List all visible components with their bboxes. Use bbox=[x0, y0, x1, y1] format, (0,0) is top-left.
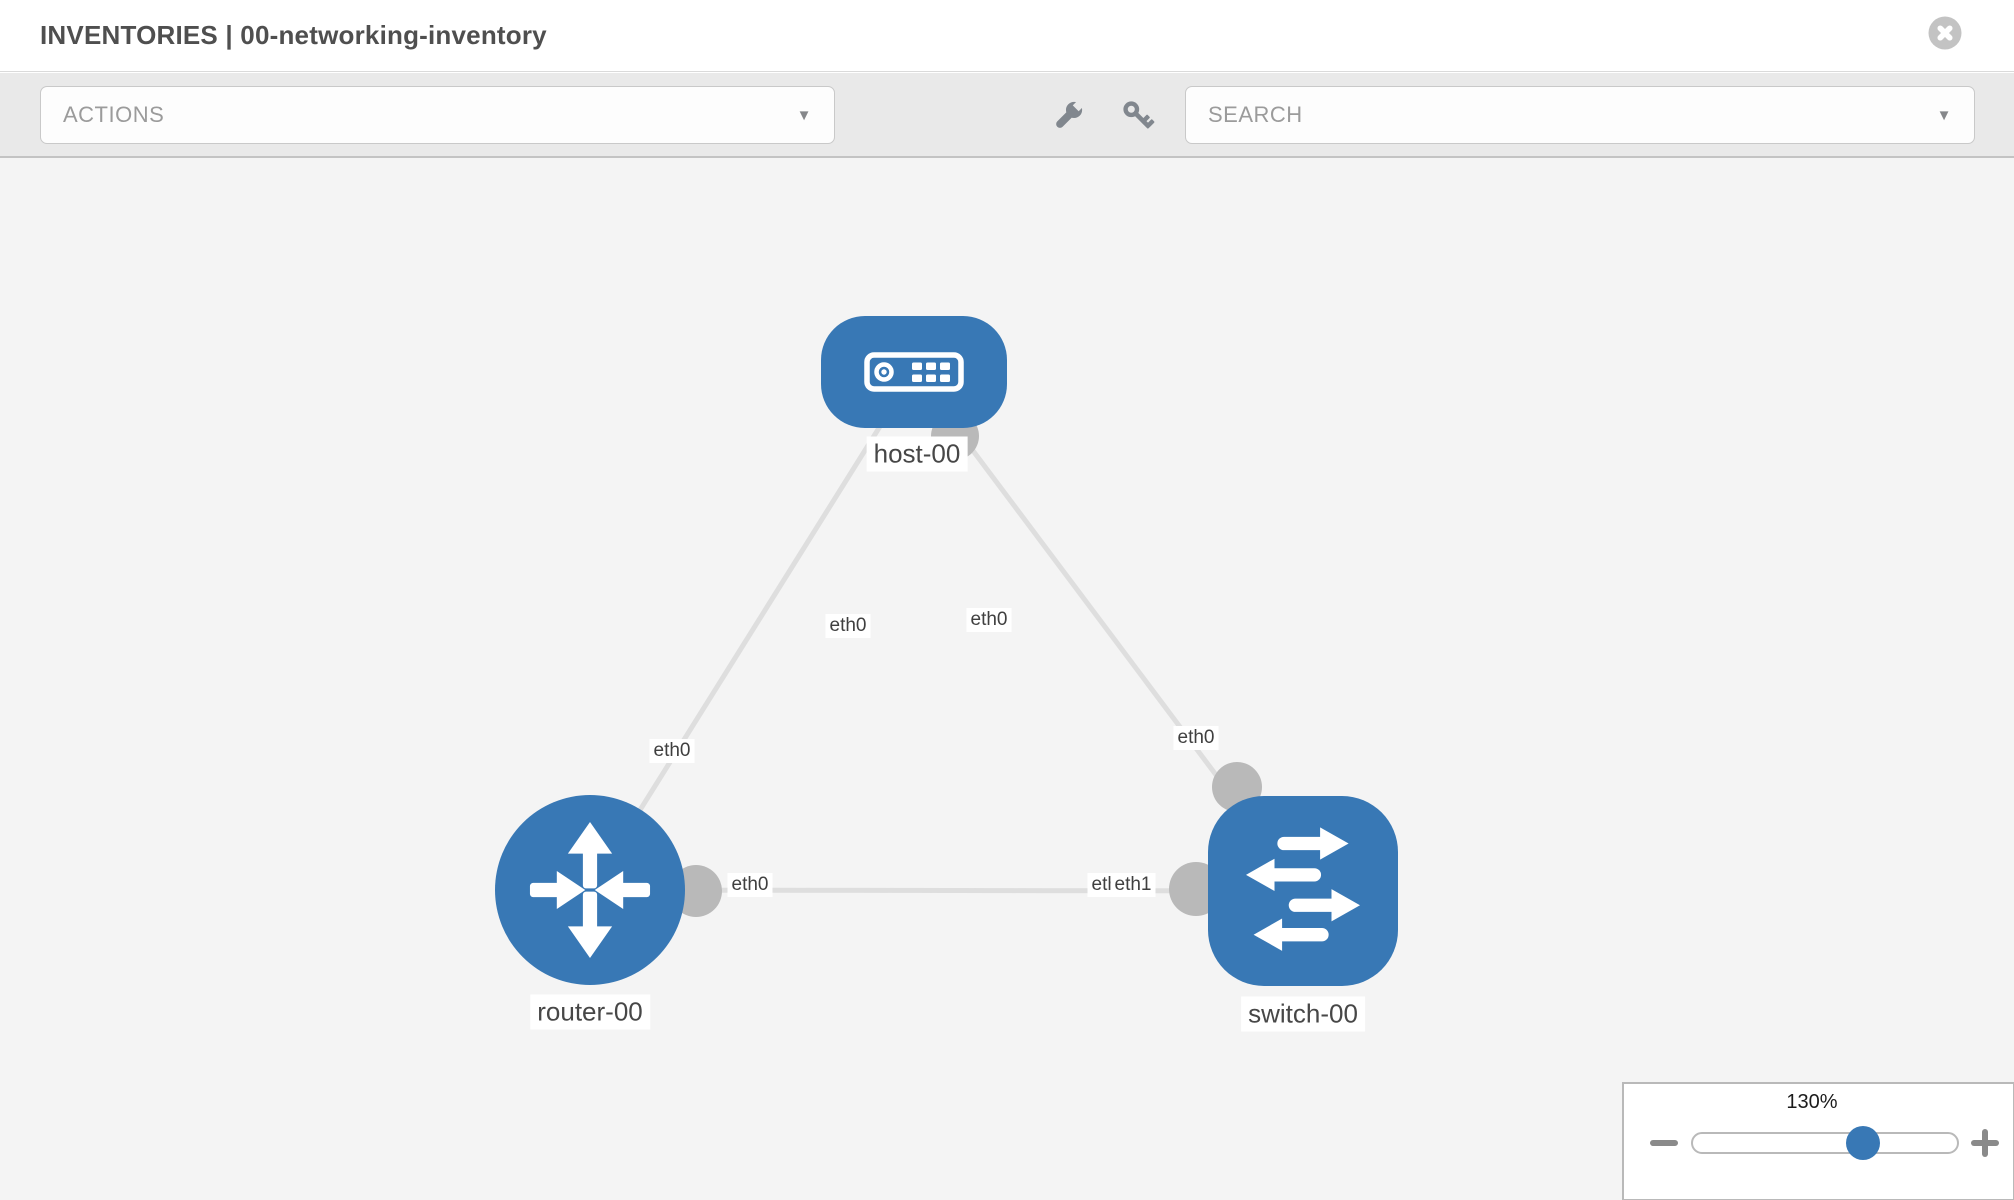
interface-label: eth0 bbox=[1173, 726, 1219, 750]
zoom-control-panel: 130% bbox=[1622, 1082, 2014, 1200]
interface-label: eth0 bbox=[649, 739, 695, 763]
zoom-in-button[interactable] bbox=[1971, 1129, 1999, 1157]
topology-links-layer bbox=[587, 370, 1306, 917]
close-button[interactable] bbox=[1927, 15, 1963, 51]
node-label-router-00: router-00 bbox=[530, 994, 650, 1030]
plus-icon bbox=[1971, 1129, 1999, 1157]
actions-dropdown[interactable]: ACTIONS ▼ bbox=[40, 86, 835, 144]
zoom-level-label: 130% bbox=[1786, 1091, 1838, 1113]
interface-label: eth0 bbox=[727, 873, 773, 897]
header: INVENTORIES | 00-networking-inventory bbox=[0, 0, 2014, 72]
key-icon[interactable] bbox=[1119, 97, 1157, 135]
interface-label: eth0 bbox=[966, 608, 1012, 632]
router-arrows-icon bbox=[529, 822, 651, 958]
switch-arrows-icon bbox=[1246, 827, 1360, 951]
close-icon bbox=[1928, 16, 1962, 50]
search-dropdown-label: SEARCH bbox=[1208, 102, 1303, 127]
chevron-down-icon: ▼ bbox=[1936, 106, 1952, 124]
toolbar: ACTIONS ▼ SEARC bbox=[0, 73, 2014, 158]
wrench-icon[interactable] bbox=[1049, 97, 1087, 135]
server-icon bbox=[864, 352, 964, 392]
zoom-slider-thumb[interactable] bbox=[1846, 1126, 1881, 1160]
page-title: INVENTORIES | 00-networking-inventory bbox=[40, 20, 547, 50]
topology-canvas[interactable]: host-00 router-00 switch-00 130% bbox=[0, 158, 2014, 1200]
node-router-00[interactable] bbox=[495, 795, 685, 985]
node-label-switch-00: switch-00 bbox=[1241, 996, 1365, 1032]
minus-icon bbox=[1650, 1140, 1678, 1146]
zoom-slider[interactable] bbox=[1691, 1126, 1959, 1160]
search-dropdown[interactable]: SEARCH ▼ bbox=[1185, 86, 1975, 144]
node-switch-00[interactable] bbox=[1208, 796, 1398, 986]
actions-dropdown-label: ACTIONS bbox=[63, 102, 165, 127]
topology-link bbox=[587, 370, 917, 892]
interface-label: eth1 bbox=[1110, 873, 1156, 897]
node-label-host-00: host-00 bbox=[866, 436, 968, 472]
zoom-out-button[interactable] bbox=[1650, 1129, 1678, 1157]
node-host-00[interactable] bbox=[821, 316, 1007, 428]
interface-label: eth0 bbox=[825, 614, 871, 638]
chevron-down-icon: ▼ bbox=[796, 106, 812, 124]
